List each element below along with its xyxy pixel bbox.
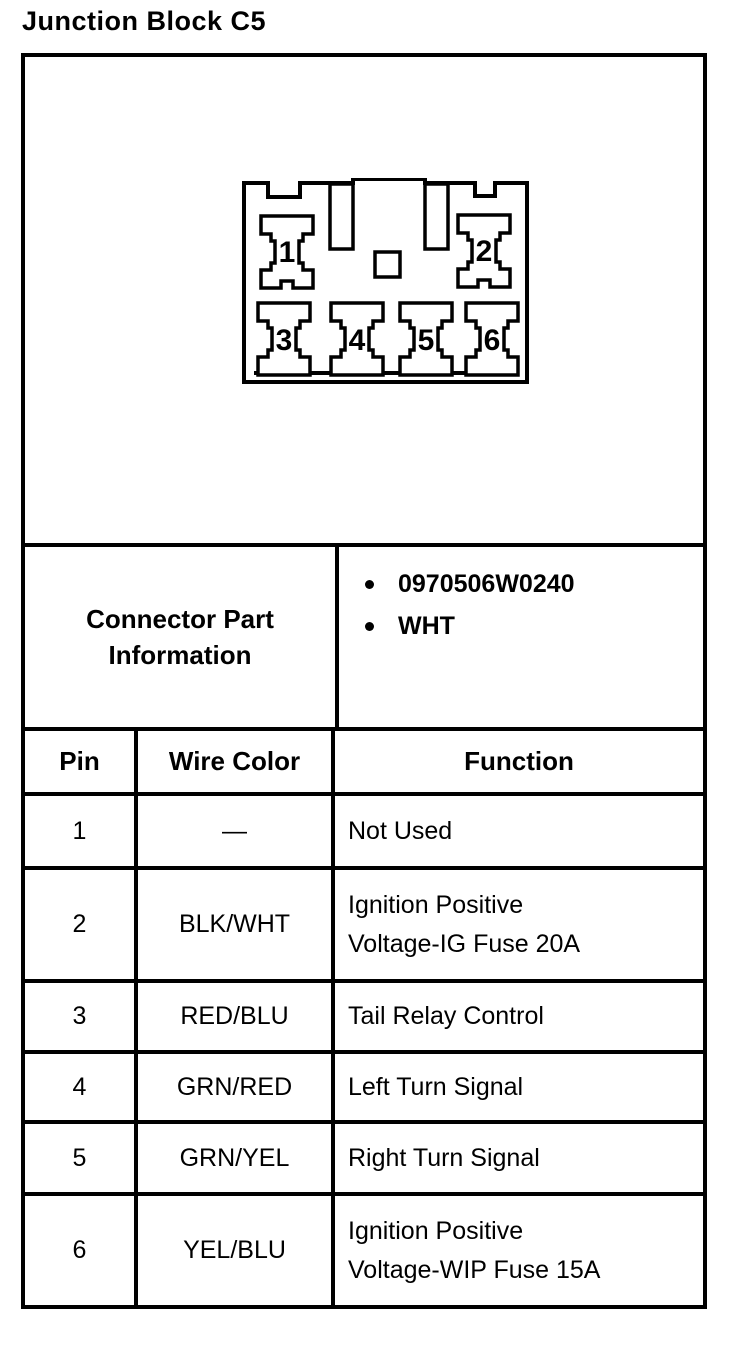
table-row-pin-3: 3 RED/BLU Tail Relay Control (25, 979, 703, 1050)
wire-color-cell: GRN/RED (134, 1054, 331, 1120)
function-line: Tail Relay Control (348, 1002, 544, 1030)
wire-color-cell: RED/BLU (134, 983, 331, 1050)
table-header-row: Pin Wire Color Function (25, 727, 703, 792)
function-line: Ignition Positive (348, 1216, 524, 1245)
pin-cavity-5: 5 (398, 301, 454, 377)
wire-color-cell: GRN/YEL (134, 1124, 331, 1192)
table-row-pin-4: 4 GRN/RED Left Turn Signal (25, 1050, 703, 1120)
function-cell: Ignition Positive Voltage-IG Fuse 20A (331, 870, 703, 979)
table-row-pin-2: 2 BLK/WHT Ignition Positive Voltage-IG F… (25, 866, 703, 979)
pin-cell: 6 (72, 1236, 87, 1264)
function-line: Right Turn Signal (348, 1143, 540, 1172)
pin-cell: 5 (72, 1143, 87, 1172)
wire-color-cell: BLK/WHT (134, 870, 331, 979)
connector-face-diagram: 1 2 3 4 5 (242, 178, 529, 384)
pin-number-5: 5 (418, 324, 435, 357)
pin-number-1: 1 (279, 236, 296, 269)
pin-cavity-3: 3 (256, 301, 312, 377)
pin-number-6: 6 (484, 324, 501, 357)
connector-diagram-cell: 1 2 3 4 5 (25, 57, 703, 543)
pin-cavity-6: 6 (464, 301, 520, 377)
pin-cavity-4: 4 (329, 301, 385, 377)
connector-table: 1 2 3 4 5 (21, 53, 707, 1309)
center-keyway-square-icon (373, 250, 402, 279)
pin-number-2: 2 (476, 235, 493, 268)
function-cell: Ignition Positive Voltage-WIP Fuse 15A (331, 1196, 703, 1305)
bullet-dot-icon (365, 621, 374, 631)
function-cell: Right Turn Signal (331, 1124, 703, 1192)
function-line: Voltage-IG Fuse 20A (348, 929, 581, 958)
wire-color-cell: YEL/BLU (134, 1196, 331, 1305)
part-info-label-line1: Connector Part (86, 604, 274, 634)
table-row-pin-6: 6 YEL/BLU Ignition Positive Voltage-WIP … (25, 1192, 703, 1305)
index-slot-left-icon (328, 182, 355, 251)
table-row-pin-1: 1 — Not Used (25, 792, 703, 866)
part-number-value: 0970506W0240 (398, 569, 575, 598)
wire-color-cell: — (134, 796, 331, 866)
function-cell: Left Turn Signal (331, 1054, 703, 1120)
bullet-dot-icon (365, 579, 374, 589)
pin-number-4: 4 (349, 324, 366, 357)
header-wire-color: Wire Color (134, 731, 331, 792)
part-info-label-line2: Information (108, 640, 252, 670)
function-line: Left Turn Signal (348, 1072, 524, 1101)
function-line: Not Used (348, 816, 453, 845)
header-function: Function (331, 731, 703, 792)
part-number-item: 0970506W0240 (365, 563, 575, 605)
connector-color-value: WHT (398, 611, 455, 640)
pin-cell: 4 (72, 1072, 87, 1101)
pin-cavity-1: 1 (259, 214, 315, 290)
pin-cell: 3 (72, 1002, 87, 1030)
connector-color-item: WHT (365, 605, 455, 647)
function-line: Voltage-WIP Fuse 15A (348, 1255, 601, 1284)
function-cell: Not Used (331, 796, 703, 866)
part-info-row: Connector Part Information 0970506W0240 … (25, 543, 703, 727)
table-row-pin-5: 5 GRN/YEL Right Turn Signal (25, 1120, 703, 1192)
header-pin: Pin (59, 746, 100, 776)
pin-number-3: 3 (276, 324, 293, 357)
pin-cavity-2: 2 (456, 213, 512, 289)
page-title: Junction Block C5 (22, 6, 267, 36)
index-slot-right-icon (423, 182, 450, 251)
pin-base-line (254, 371, 518, 375)
part-info-label: Connector Part Information (25, 547, 335, 727)
function-line: Ignition Positive (348, 890, 524, 919)
pin-cell: 2 (72, 910, 87, 938)
pin-cell: 1 (72, 816, 87, 845)
part-info-values: 0970506W0240 WHT (335, 547, 703, 727)
function-cell: Tail Relay Control (331, 983, 703, 1050)
